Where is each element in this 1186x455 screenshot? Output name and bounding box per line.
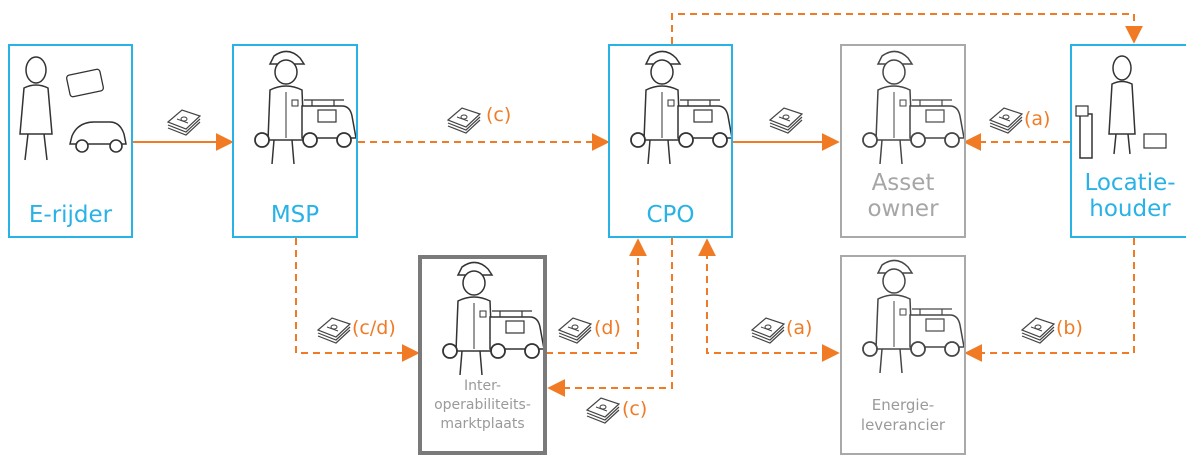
driver-illustration (19, 56, 127, 161)
money-icon (586, 397, 620, 424)
mechanic-van-illustration (862, 259, 964, 374)
node-label: Locatie- houder (1084, 170, 1176, 223)
node-asset-owner: Asset owner (840, 44, 966, 238)
money-icon (769, 107, 803, 134)
money-icon (447, 107, 481, 134)
node-label: E-rijder (28, 202, 113, 228)
flow-label-locatie-asset: (a) (1024, 108, 1051, 130)
mechanic-van-illustration (442, 261, 543, 376)
flow-label-interop-cpo: (d) (594, 317, 621, 339)
money-icon (317, 317, 351, 344)
node-e-rijder: E-rijder (8, 44, 133, 238)
money-icon (989, 107, 1023, 134)
flow-cpo-locatie (671, 13, 1143, 44)
mechanic-van-illustration (254, 50, 356, 165)
node-label: Energie- leverancier (860, 396, 946, 435)
flow-label-msp-cpo: (c) (486, 104, 512, 126)
flow-label-locatie-energie: (b) (1056, 317, 1083, 339)
node-interoperabiliteitsmarktplaats: Inter- operabiliteits- marktplaats (418, 255, 547, 455)
node-energieleverancier: Energie- leverancier (840, 255, 966, 455)
mechanic-van-illustration (862, 50, 964, 165)
node-label: Inter- operabiliteits- marktplaats (434, 378, 531, 432)
mechanic-van-illustration (630, 50, 731, 165)
node-label: CPO (646, 202, 695, 228)
flow-label-cpo-interop: (c) (622, 398, 648, 420)
node-msp: MSP (232, 44, 358, 238)
money-icon (167, 109, 201, 136)
flow-msp-interop (295, 238, 420, 362)
node-label: Asset owner (867, 170, 939, 223)
flow-interop-cpo (546, 238, 647, 354)
flow-cpo-interop (547, 238, 673, 397)
connections (133, 13, 1143, 397)
money-icon (1021, 317, 1055, 344)
money-icon (751, 317, 785, 344)
node-locatiehouder: Locatie- houder (1070, 44, 1186, 238)
flow-cpo-energie (698, 238, 840, 362)
node-cpo: CPO (608, 44, 733, 238)
node-label: MSP (270, 202, 320, 228)
flow-label-msp-interop: (c/d) (352, 317, 396, 339)
money-icon (558, 317, 592, 344)
flow-locatie-energie (964, 238, 1135, 362)
flow-label-cpo-energie: (a) (786, 317, 813, 339)
charging-station-illustration (1075, 55, 1167, 159)
